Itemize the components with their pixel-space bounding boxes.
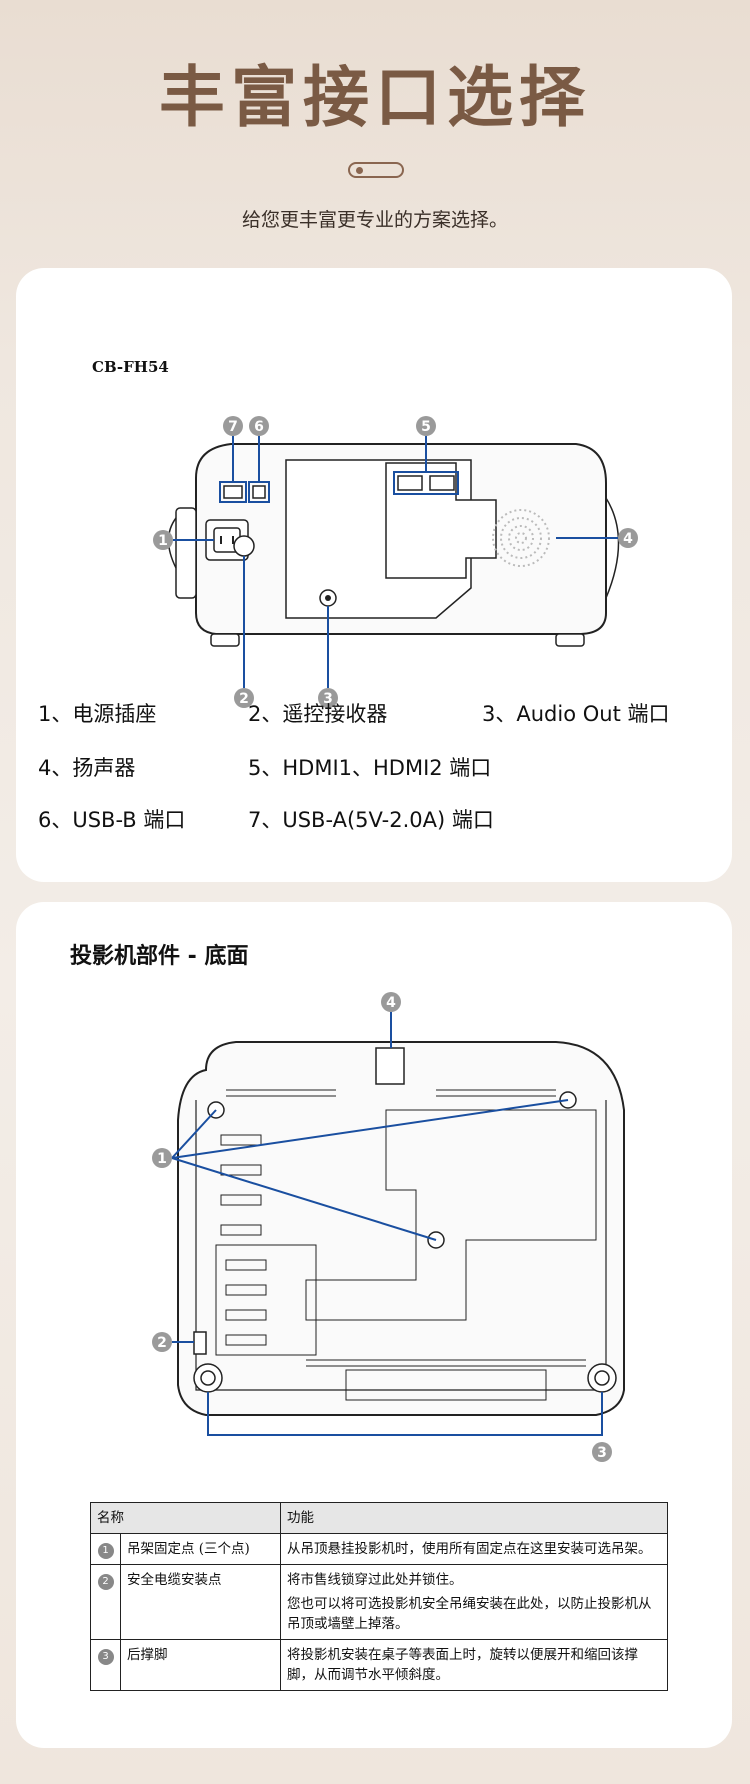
callout-3-icon [592,1442,612,1462]
decorative-pill-icon [348,162,404,178]
legend-usb-b: 6、USB-B 端口 [38,808,186,832]
callout-4-icon [381,992,401,1012]
row-function: 您也可以将可选投影机安全吊绳安装在此处，以防止投影机从吊顶或墙壁上掉落。 [287,1596,652,1632]
legend-usb-a: 7、USB-A(5V-2.0A) 端口 [248,808,494,832]
callout-5-icon [416,416,436,436]
row-function: 将投影机安装在桌子等表面上时，旋转以便展开和缩回该撑脚，从而调节水平倾斜度。 [287,1647,638,1683]
svg-text:5: 5 [421,419,431,435]
bottom-panel-card: 投影机部件 - 底面 [16,902,732,1748]
legend-remote-receiver: 2、遥控接收器 [248,702,388,726]
callout-3-icon [318,688,338,708]
callout-2-icon [152,1332,172,1352]
svg-text:4: 4 [623,531,633,547]
legend-audio-out: 3、Audio Out 端口 [482,702,670,726]
callout-1-icon [153,530,173,550]
callout-4-icon [618,528,638,548]
pill-dot-icon [356,167,363,174]
callout-2-icon [234,688,254,708]
svg-text:2: 2 [157,1335,167,1351]
function-table: 名称 功能 1 吊架固定点 (三个点) 从吊顶悬挂投影机时，使用所有固定点在这里… [90,1502,668,1691]
table-row: 1 吊架固定点 (三个点) 从吊顶悬挂投影机时，使用所有固定点在这里安装可选吊架… [90,1533,668,1565]
rear-panel-card: CB-FH54 [16,268,732,882]
svg-text:1: 1 [157,1151,167,1167]
row-name: 安全电缆安装点 [120,1564,281,1640]
page-subtitle: 给您更丰富更专业的方案选择。 [241,209,508,231]
svg-text:4: 4 [386,995,396,1011]
callout-1-icon [152,1148,172,1168]
table-header-row: 名称 功能 [90,1502,668,1534]
row-function: 将市售线锁穿过此处并锁住。 [287,1572,463,1588]
bottom-panel-diagram: 1 2 3 4 [152,992,625,1462]
header-name: 名称 [90,1502,281,1534]
legend-power-socket: 1、电源插座 [38,702,157,726]
row-name: 吊架固定点 (三个点) [120,1533,281,1565]
header-function: 功能 [280,1502,668,1534]
table-row: 3 后撑脚 将投影机安装在桌子等表面上时，旋转以便展开和缩回该撑脚，从而调节水平… [90,1639,668,1691]
row-number-icon: 1 [97,1543,114,1559]
callout-7-icon [223,416,243,436]
legend-hdmi: 5、HDMI1、HDMI2 端口 [248,756,492,780]
page-title: 丰富接口选择 [159,59,591,136]
svg-text:1: 1 [158,533,168,549]
rear-panel-diagram: 1 2 3 4 5 6 7 [153,416,638,708]
row-number-icon: 3 [97,1649,114,1665]
svg-text:6: 6 [254,419,264,435]
svg-text:3: 3 [323,691,333,707]
svg-text:7: 7 [228,419,238,435]
section-title: 投影机部件 - 底面 [70,944,249,969]
row-function: 从吊顶悬挂投影机时，使用所有固定点在这里安装可选吊架。 [287,1541,652,1557]
model-label: CB-FH54 [92,358,169,376]
row-name: 后撑脚 [120,1639,281,1691]
svg-text:2: 2 [239,691,249,707]
callout-6-icon [249,416,269,436]
table-row: 2 安全电缆安装点 将市售线锁穿过此处并锁住。 您也可以将可选投影机安全吊绳安装… [90,1564,668,1640]
svg-text:3: 3 [597,1445,607,1461]
legend-speaker: 4、扬声器 [38,756,136,780]
row-number-icon: 2 [97,1574,114,1590]
